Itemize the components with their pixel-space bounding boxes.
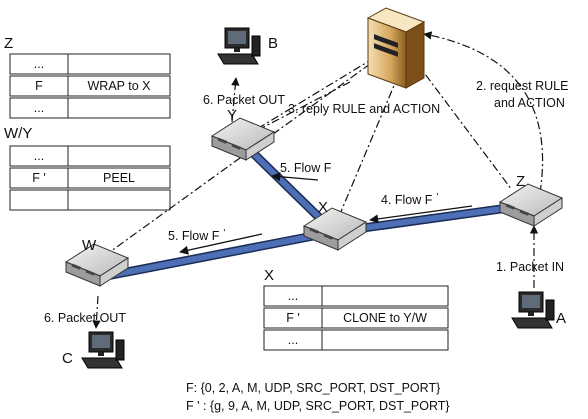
flow-definitions: F: {0, 2, A, M, UDP, SRC_PORT, DST_PORT}… (186, 381, 450, 413)
node-label-y: Y (227, 107, 237, 124)
step-packet-out-b: 6. Packet OUT (203, 93, 285, 107)
flow-table-wy-row1-match: ... (34, 149, 44, 163)
step-flow-x-z: 4. Flow F' (381, 192, 438, 207)
flow-table-x-row2-match: F ' (286, 311, 300, 325)
flow-definition-f-prime: F ' : {g, 9, A, M, UDP, SRC_PORT, DST_PO… (186, 399, 450, 413)
host-c-icon (82, 332, 124, 368)
flow-table-wy: W/Y ... F ' PEEL (4, 125, 170, 210)
flow-table-x: X ... F ' CLONE to Y/W ... (264, 267, 448, 350)
node-label-z: Z (516, 173, 525, 190)
switch-z-icon (500, 184, 562, 226)
flow-table-x-row1-match: ... (288, 289, 298, 303)
step-flow-x-w: 5. Flow F' (168, 228, 225, 243)
node-label-w: W (82, 237, 97, 254)
host-b-icon (218, 28, 260, 64)
switch-w-icon (66, 244, 128, 286)
flow-table-x-row3-match: ... (288, 333, 298, 347)
step-packet-out-c: 6. Packet OUT (44, 311, 126, 325)
controller-server-icon (368, 8, 424, 88)
host-label-b: B (268, 35, 278, 52)
host-label-c: C (62, 350, 73, 367)
switch-y-icon (212, 118, 274, 160)
flow-definition-f: F: {0, 2, A, M, UDP, SRC_PORT, DST_PORT} (186, 381, 440, 395)
step-packet-in: 1. Packet IN (496, 260, 564, 274)
flow-table-z-row2-action: WRAP to X (88, 79, 152, 93)
flow-table-wy-row2-action: PEEL (103, 171, 135, 185)
request-rule-arrow (424, 34, 543, 193)
host-a-icon (512, 292, 554, 328)
host-label-a: A (556, 310, 566, 327)
flow-table-wy-title: W/Y (4, 125, 32, 142)
flow-table-x-row2-action: CLONE to Y/W (343, 311, 427, 325)
flow-table-z-title: Z (4, 35, 13, 52)
node-label-x: X (318, 199, 328, 216)
step-flow-y-x: 5. Flow F (280, 161, 332, 175)
step-request-line1: 2. request RULE (476, 79, 568, 93)
flow-table-wy-row2-match: F ' (32, 171, 46, 185)
flow-table-z-row3-match: ... (34, 101, 44, 115)
step-reply: 3. reply RULE and ACTION (288, 102, 440, 116)
step-request-line2: and ACTION (494, 96, 565, 110)
flow-table-z-row1-match: ... (34, 57, 44, 71)
flow-table-z-row2-match: F (35, 79, 43, 93)
flow-table-x-title: X (264, 267, 274, 284)
flow-table-z: Z ... F WRAP to X ... (4, 35, 170, 118)
